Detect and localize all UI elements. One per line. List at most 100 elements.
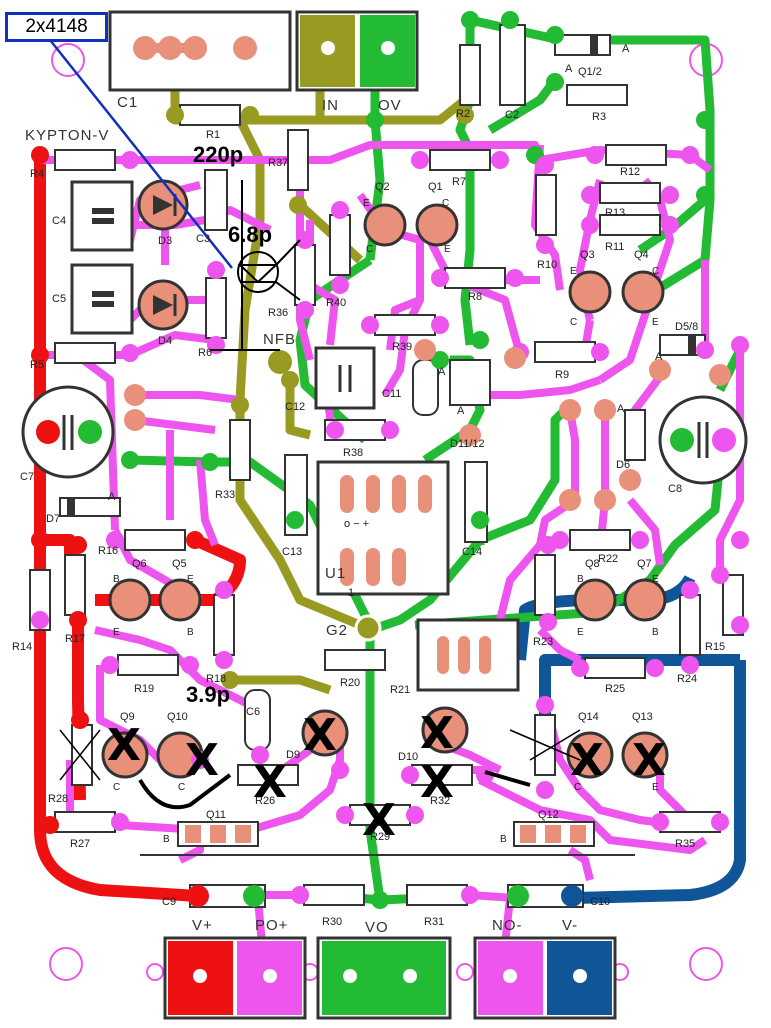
pin-q3-c: C bbox=[570, 317, 577, 328]
pin-q14-c: C bbox=[574, 782, 581, 793]
label-d1112: D11/12 bbox=[450, 438, 485, 450]
label-r16: R16 bbox=[98, 545, 118, 557]
pin-q12-b: B bbox=[500, 834, 507, 845]
pin-q1-c: C bbox=[442, 198, 449, 209]
led-d3 bbox=[137, 179, 189, 231]
label-r18: R18 bbox=[206, 673, 226, 685]
label-a2: A bbox=[565, 63, 573, 75]
capacitor-c12 bbox=[314, 346, 376, 410]
capacitor-c4 bbox=[70, 180, 134, 252]
x-mark-r32: X bbox=[420, 757, 454, 808]
label-q2: Q2 bbox=[375, 181, 390, 193]
transistors bbox=[101, 203, 669, 779]
connector-vo bbox=[316, 936, 452, 1020]
label-r36: R36 bbox=[268, 307, 288, 319]
label-r28: R28 bbox=[48, 793, 68, 805]
capacitor-c5 bbox=[70, 263, 134, 335]
label-q14: Q14 bbox=[578, 711, 599, 723]
label-r32: R32 bbox=[430, 795, 450, 807]
capacitor-c7 bbox=[21, 385, 115, 479]
label-r29: R29 bbox=[370, 831, 390, 843]
label-r14: R14 bbox=[12, 641, 32, 653]
annotation-220p: 220p bbox=[193, 142, 243, 167]
label-r24: R24 bbox=[677, 673, 697, 685]
label-r3: R3 bbox=[592, 111, 606, 123]
label-r5: R5 bbox=[30, 359, 44, 371]
label-q12-top: Q1/2 bbox=[578, 66, 602, 78]
label-r7: R7 bbox=[452, 176, 466, 188]
label-r4: R4 bbox=[30, 168, 44, 180]
led-d9-left bbox=[301, 709, 349, 757]
label-r33: R33 bbox=[215, 489, 235, 501]
label-c8: C8 bbox=[668, 483, 682, 495]
label-vminus: V- bbox=[562, 917, 578, 934]
label-r30: R30 bbox=[322, 916, 342, 928]
label-a1: A bbox=[622, 43, 630, 55]
pin-q6-e: E bbox=[113, 627, 120, 638]
label-r19: R19 bbox=[134, 683, 154, 695]
label-d3: D3 bbox=[158, 235, 172, 247]
label-r20: R20 bbox=[340, 677, 360, 689]
label-r39: R39 bbox=[392, 341, 412, 353]
label-c14: C14 bbox=[462, 546, 482, 558]
x-mark-r26: X bbox=[253, 757, 287, 808]
ic-u1 bbox=[316, 460, 450, 596]
label-ov: OV bbox=[378, 97, 402, 114]
label-q11: Q11 bbox=[206, 809, 226, 821]
label-c12: C12 bbox=[285, 401, 305, 413]
pin-q13-e: E bbox=[652, 782, 659, 793]
label-c3: C3 bbox=[196, 233, 210, 245]
led-d10-left bbox=[421, 706, 469, 754]
label-d4: D4 bbox=[158, 335, 172, 347]
label-r15: R15 bbox=[705, 641, 725, 653]
label-c7: C7 bbox=[20, 471, 34, 483]
board-name: KYPTON-V bbox=[25, 127, 109, 144]
label-d10: D10 bbox=[398, 751, 418, 763]
pin-q9-c: C bbox=[113, 782, 120, 793]
label-a7: A bbox=[438, 366, 446, 378]
pin-q8-b: B bbox=[577, 574, 584, 585]
label-d58: D5/8 bbox=[675, 321, 698, 333]
label-a3: A bbox=[655, 351, 663, 363]
pin-q11-b: B bbox=[163, 834, 170, 845]
label-r1: R1 bbox=[206, 129, 220, 141]
label-d6: D6 bbox=[616, 459, 630, 471]
label-q8: Q8 bbox=[585, 558, 600, 570]
label-r12: R12 bbox=[620, 166, 640, 178]
small-diodes bbox=[59, 34, 706, 517]
label-c11: C11 bbox=[382, 388, 401, 400]
label-r31: R31 bbox=[424, 916, 444, 928]
pin-q6-b: B bbox=[113, 574, 120, 585]
pin-q7-b: B bbox=[652, 627, 659, 638]
label-r21: R21 bbox=[390, 684, 410, 696]
annotation-marks bbox=[49, 39, 581, 810]
label-a6: A bbox=[457, 405, 465, 417]
connector-in-ov bbox=[295, 10, 419, 92]
label-vo: VO bbox=[365, 919, 389, 936]
label-po: PO+ bbox=[255, 917, 288, 934]
label-r38: R38 bbox=[343, 447, 363, 459]
label-a4: A bbox=[617, 403, 625, 415]
label-r2: R2 bbox=[456, 108, 470, 120]
label-c6: C6 bbox=[246, 706, 260, 718]
label-c5: C5 bbox=[52, 293, 66, 305]
label-r37: R37 bbox=[268, 157, 288, 169]
label-r10: R10 bbox=[537, 259, 557, 271]
label-c13: C13 bbox=[282, 546, 302, 558]
capacitor-c8 bbox=[658, 395, 748, 485]
label-r26: R26 bbox=[255, 795, 275, 807]
connector-no-vminus bbox=[473, 936, 617, 1020]
label-q10: Q10 bbox=[167, 711, 188, 723]
label-c2: C2 bbox=[505, 109, 519, 121]
label-q4: Q4 bbox=[634, 249, 649, 261]
label-r35: R35 bbox=[675, 838, 695, 850]
label-g2: G2 bbox=[326, 622, 348, 639]
label-r25: R25 bbox=[605, 683, 625, 695]
silkscreen-labels: KYPTON-V C1 IN OV R1 R2 C2 R3 Q1/2 A A R… bbox=[12, 43, 725, 936]
pin-q4-e: E bbox=[652, 317, 659, 328]
x-marks: X X X X X X X X X bbox=[107, 708, 666, 846]
label-q6: Q6 bbox=[132, 558, 147, 570]
label-nfb: NFB bbox=[263, 331, 296, 348]
transistor-q11-q12 bbox=[177, 821, 595, 847]
label-u1: U1 bbox=[325, 565, 346, 582]
